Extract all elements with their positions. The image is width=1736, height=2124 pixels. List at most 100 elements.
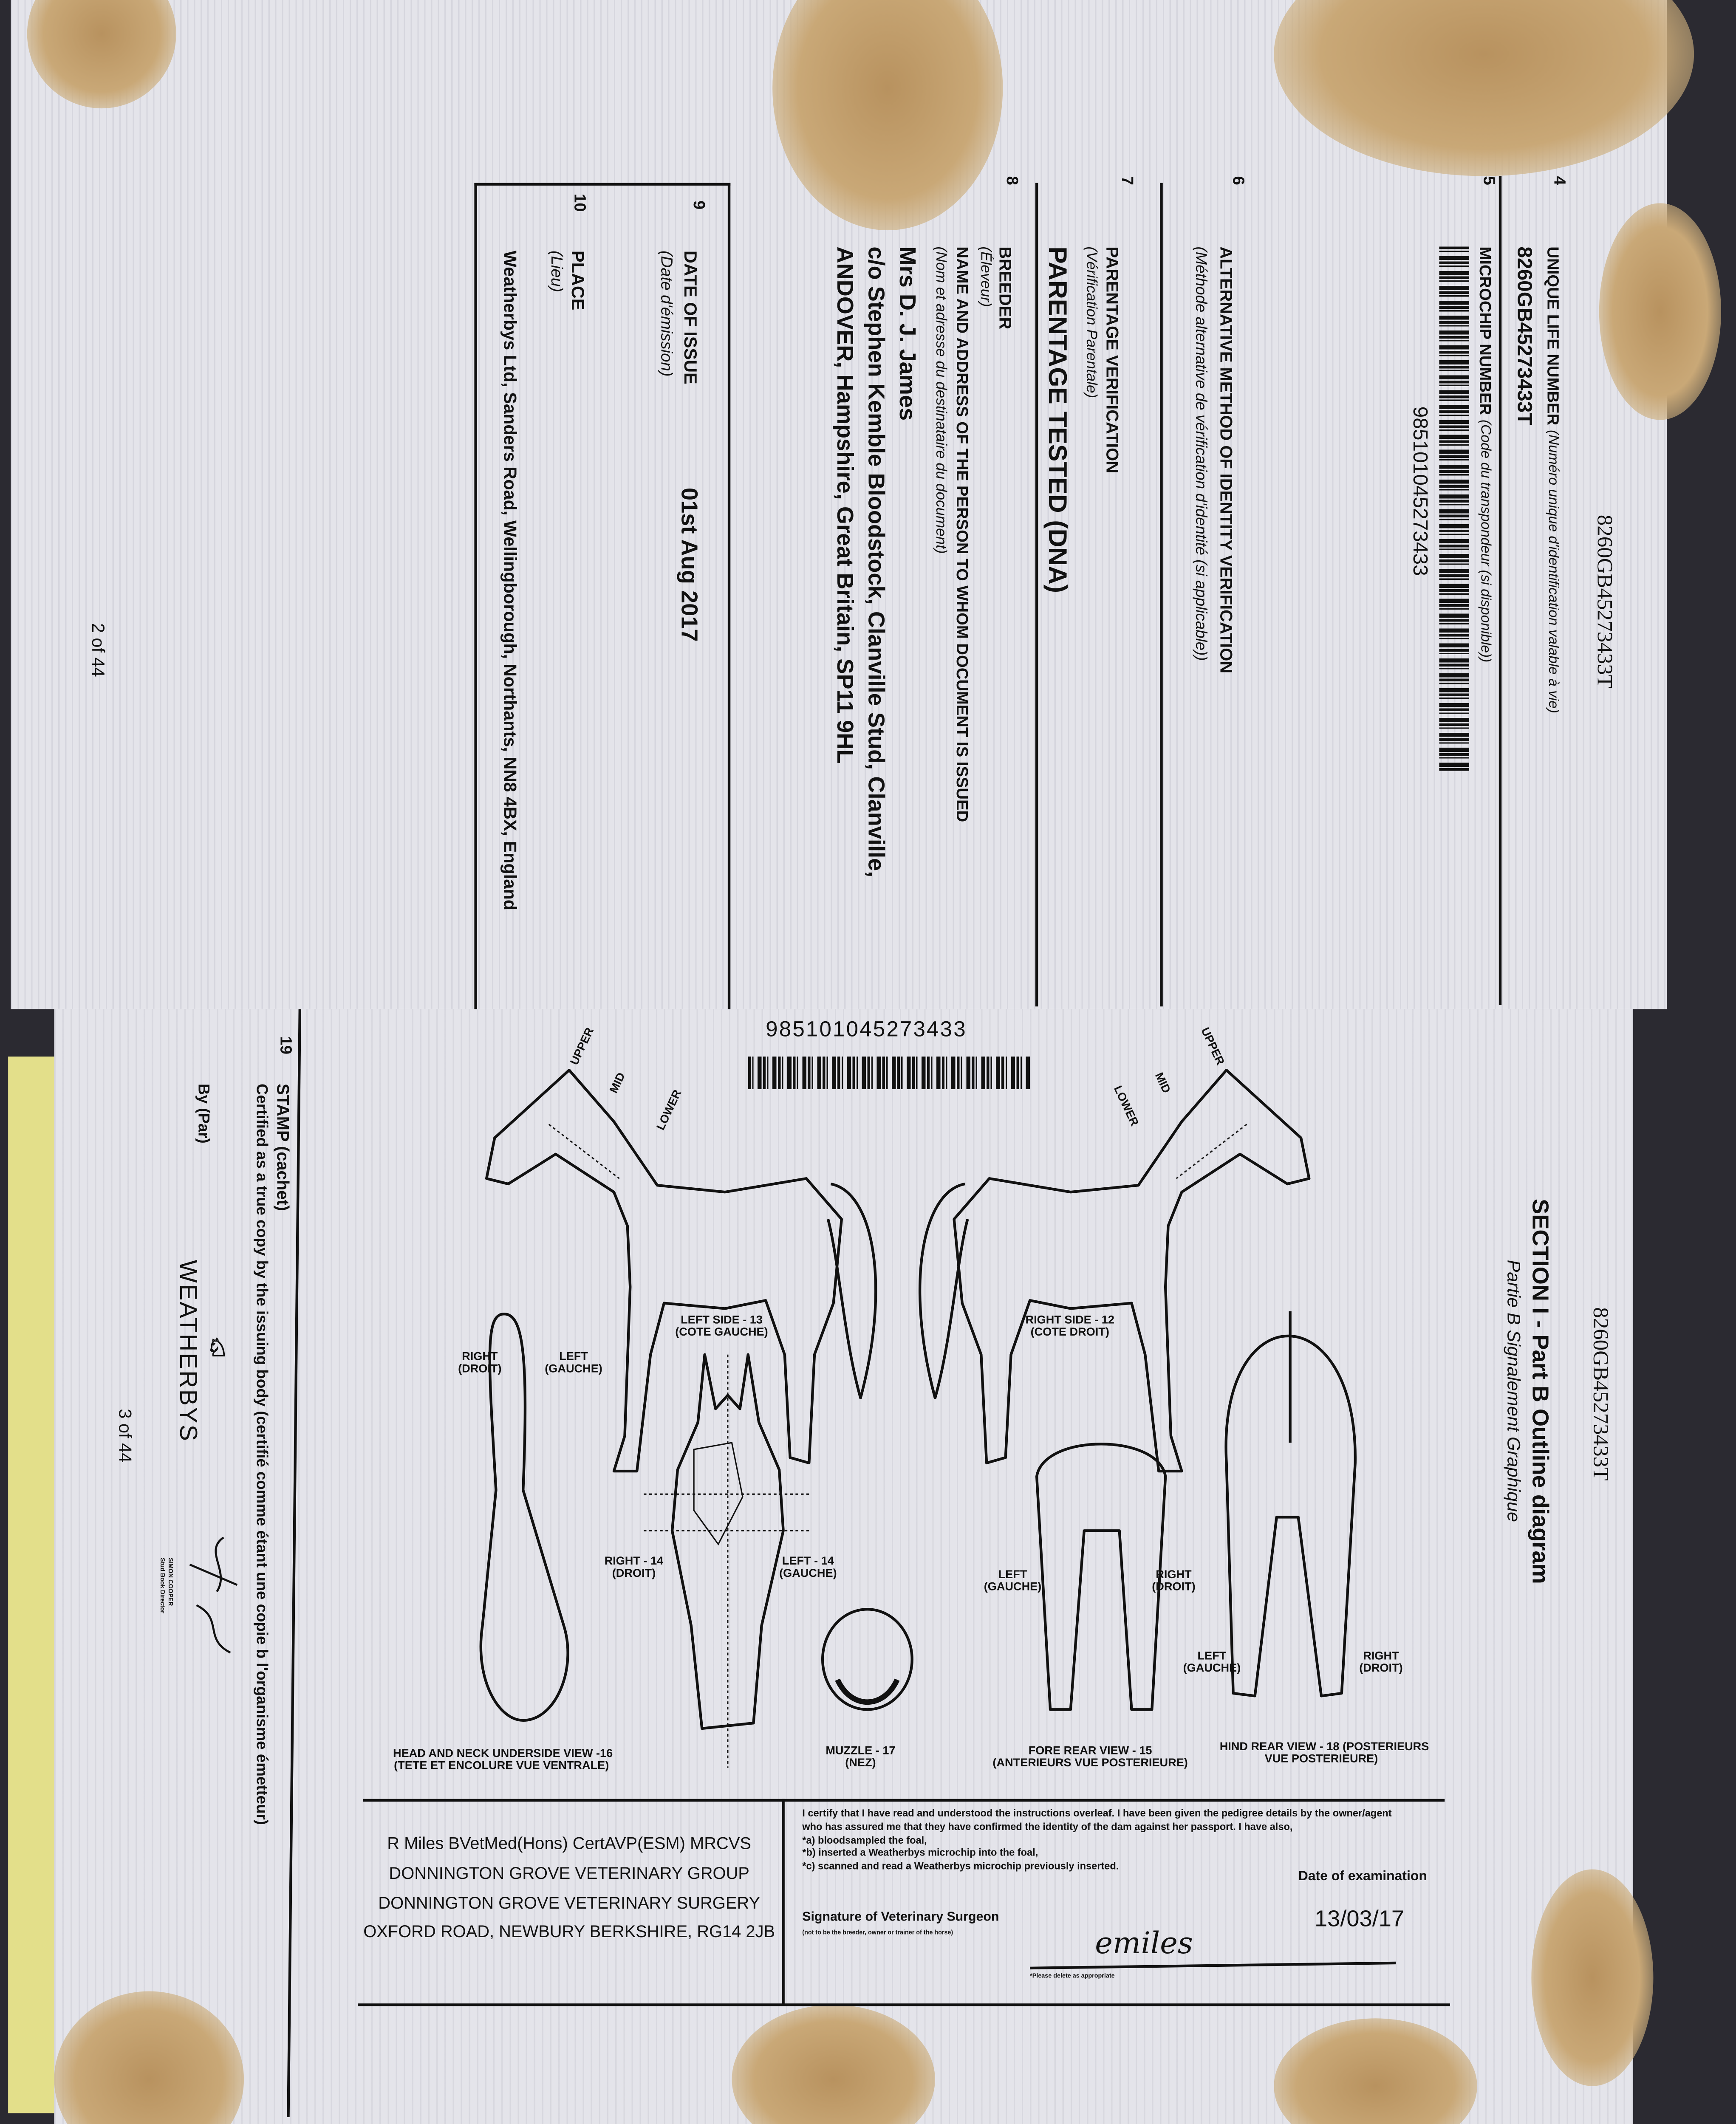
label-line: RIGHT SIDE - 12 xyxy=(1025,1312,1114,1326)
microchip-value: 985101045273433 xyxy=(1408,406,1431,576)
page-number: 3 of 44 xyxy=(115,1409,136,1463)
label-line: (GAUCHE) xyxy=(1183,1661,1241,1675)
field-number: 19 xyxy=(276,1036,296,1055)
field-number: 6 xyxy=(1229,176,1248,185)
hind-rear-view-outline xyxy=(1224,1311,1357,1698)
label-line: (GAUCHE) xyxy=(984,1579,1042,1593)
water-stain xyxy=(1274,2018,1477,2124)
label-line: MUZZLE - 17 xyxy=(826,1743,896,1757)
box-top-border xyxy=(363,1799,1445,1802)
barcode-number: 985101045273433 xyxy=(766,1018,967,1042)
water-stain xyxy=(772,0,1003,231)
label-line: (GAUCHE) xyxy=(779,1566,837,1579)
label-line: RIGHT xyxy=(1156,1567,1192,1581)
label-right-side: RIGHT SIDE - 12(COTE DROIT) xyxy=(1019,1312,1121,1339)
label-line: (ANTERIEURS VUE POSTERIEURE) xyxy=(992,1755,1188,1769)
label-line: LEFT xyxy=(559,1349,588,1363)
signature-note: (not to be the breeder, owner or trainer… xyxy=(802,1929,953,1936)
microchip-label-en: MICROCHIP NUMBER xyxy=(1476,246,1495,415)
label-line: (NEZ) xyxy=(845,1755,876,1769)
signature-label: Signature of Veterinary Surgeon xyxy=(802,1910,999,1925)
issue-date-label: DATE OF ISSUE xyxy=(680,250,701,384)
head-underside-view-outline xyxy=(479,1312,569,1722)
label-line: LEFT - 14 xyxy=(782,1553,834,1568)
issue-date-value: 01st Aug 2017 xyxy=(676,487,702,642)
horse-right-side-outline xyxy=(918,1068,1311,1473)
alt-id-label: ALTERNATIVE METHOD OF IDENTITY VERIFICAT… xyxy=(1216,246,1236,673)
face-marking-hatch xyxy=(693,1442,744,1546)
label-line: (DROIT) xyxy=(1152,1579,1196,1593)
issue-date-label-fr: (Date d'émission) xyxy=(657,250,676,377)
place-value: Weatherbys Ltd, Sanders Road, Wellingbor… xyxy=(500,250,520,911)
breeder-label-fr: (Éleveur) xyxy=(977,246,994,307)
label-head-neck-view: HEAD AND NECK UNDERSIDE VIEW -16(TETE ET… xyxy=(393,1747,613,1772)
divider xyxy=(1160,183,1163,1007)
vet-stamp-line: DONNINGTON GROVE VETERINARY GROUP xyxy=(389,1864,749,1883)
certification-line: I certify that I have read and understoo… xyxy=(802,1807,1392,1819)
stamp-certified-text: Certified as a true copy by the issuing … xyxy=(252,1084,269,1825)
label-line: (COTE GAUCHE) xyxy=(675,1325,768,1339)
delete-note: *Please delete as appropriate xyxy=(1030,1972,1115,1979)
director-signature xyxy=(189,1537,238,1654)
breeder-label: BREEDER xyxy=(995,246,1015,330)
label-line: (COTE DROIT) xyxy=(1030,1325,1109,1339)
box-divider xyxy=(782,1799,785,2005)
head-front-view-outline xyxy=(670,1353,785,1730)
by-label: By (Par) xyxy=(194,1084,211,1144)
water-stain xyxy=(54,1991,244,2124)
header-uln: 8260GB45273433T xyxy=(1588,1307,1612,1481)
uln-label: UNIQUE LIFE NUMBER (Numéro unique d'iden… xyxy=(1544,246,1563,714)
header-uln: 8260GB45273433T xyxy=(1592,514,1616,688)
label-line: RIGHT xyxy=(1363,1648,1399,1662)
label-left-side: LEFT SIDE - 13(COTE GAUCHE) xyxy=(671,1312,772,1339)
label-fore-rear-view: FORE REAR VIEW - 15(ANTERIEURS VUE POSTE… xyxy=(992,1743,1189,1769)
label-line: (DROIT) xyxy=(1359,1661,1403,1675)
horse-left-side-outline xyxy=(485,1068,877,1473)
breeder-address-line: ANDOVER, Hampshire, Great Britain, SP11 … xyxy=(832,246,858,764)
section-title: SECTION I - Part B Outline diagram xyxy=(1527,1199,1553,1584)
field-number: 7 xyxy=(1118,176,1137,185)
label-left: LEFT(GAUCHE) xyxy=(545,1350,602,1375)
certification-line: *c) scanned and read a Weatherbys microc… xyxy=(802,1860,1119,1873)
label-right: RIGHT(DROIT) xyxy=(1359,1648,1403,1675)
parentage-label: PARENTAGE VERIFICATION xyxy=(1102,246,1122,474)
certification-text: I certify that I have read and understoo… xyxy=(802,1807,1391,1873)
field-number: 5 xyxy=(1480,176,1499,185)
yellow-insert-sheet xyxy=(8,1056,54,2113)
label-left: LEFT(GAUCHE) xyxy=(984,1567,1042,1593)
microchip-label: MICROCHIP NUMBER (Code du transpondeur (… xyxy=(1476,246,1495,663)
water-stain xyxy=(1531,1869,1654,2086)
label-right: RIGHT(DROIT) xyxy=(1152,1567,1196,1593)
label-line: LEFT xyxy=(1197,1648,1227,1662)
label-line: (DROIT) xyxy=(458,1361,502,1375)
stamp-label: STAMP (cachet) xyxy=(273,1084,292,1211)
uln-label-en: UNIQUE LIFE NUMBER xyxy=(1544,246,1563,426)
divider xyxy=(1499,176,1502,1006)
breeder-address-line: c/o Stephen Kemble Bloodstock, Clanville… xyxy=(863,246,889,878)
director-name: SIMON COOPER xyxy=(167,1558,174,1606)
field-number: 4 xyxy=(1550,176,1569,185)
head-guide-lines xyxy=(548,1124,1247,1768)
date-of-examination-label: Date of examination xyxy=(1298,1869,1427,1884)
uln-label-fr: (Numéro unique d'identification valable … xyxy=(1545,429,1561,714)
label-line: HIND REAR VIEW - 18 (POSTERIEURS xyxy=(1219,1739,1429,1753)
label-left: LEFT(GAUCHE) xyxy=(1183,1648,1241,1675)
label-line: (DROIT) xyxy=(612,1566,656,1579)
field-number: 9 xyxy=(690,200,709,210)
microchip-label-fr: (Code du transpondeur (si disponible)) xyxy=(1477,419,1494,663)
vet-signature: emiles xyxy=(1095,1927,1193,1962)
box-bottom-border xyxy=(358,2003,1450,2006)
label-muzzle: MUZZLE - 17(NEZ) xyxy=(813,1743,908,1769)
label-line: LEFT SIDE - 13 xyxy=(681,1312,763,1326)
label-line: RIGHT xyxy=(462,1349,498,1363)
vet-stamp-line: DONNINGTON GROVE VETERINARY SURGERY xyxy=(378,1893,761,1913)
date-of-examination-value: 13/03/17 xyxy=(1315,1906,1405,1932)
microchip-barcode xyxy=(748,1056,1030,1089)
label-line: FORE REAR VIEW - 15 xyxy=(1028,1743,1152,1757)
weatherbys-brand: WEATHERBYS xyxy=(175,1260,202,1443)
breeder-name: Mrs D. J. James xyxy=(894,246,920,421)
field-number: 8 xyxy=(1003,176,1022,185)
label-line: LEFT xyxy=(998,1567,1027,1581)
water-stain xyxy=(732,2005,935,2124)
label-line: RIGHT - 14 xyxy=(604,1553,664,1568)
